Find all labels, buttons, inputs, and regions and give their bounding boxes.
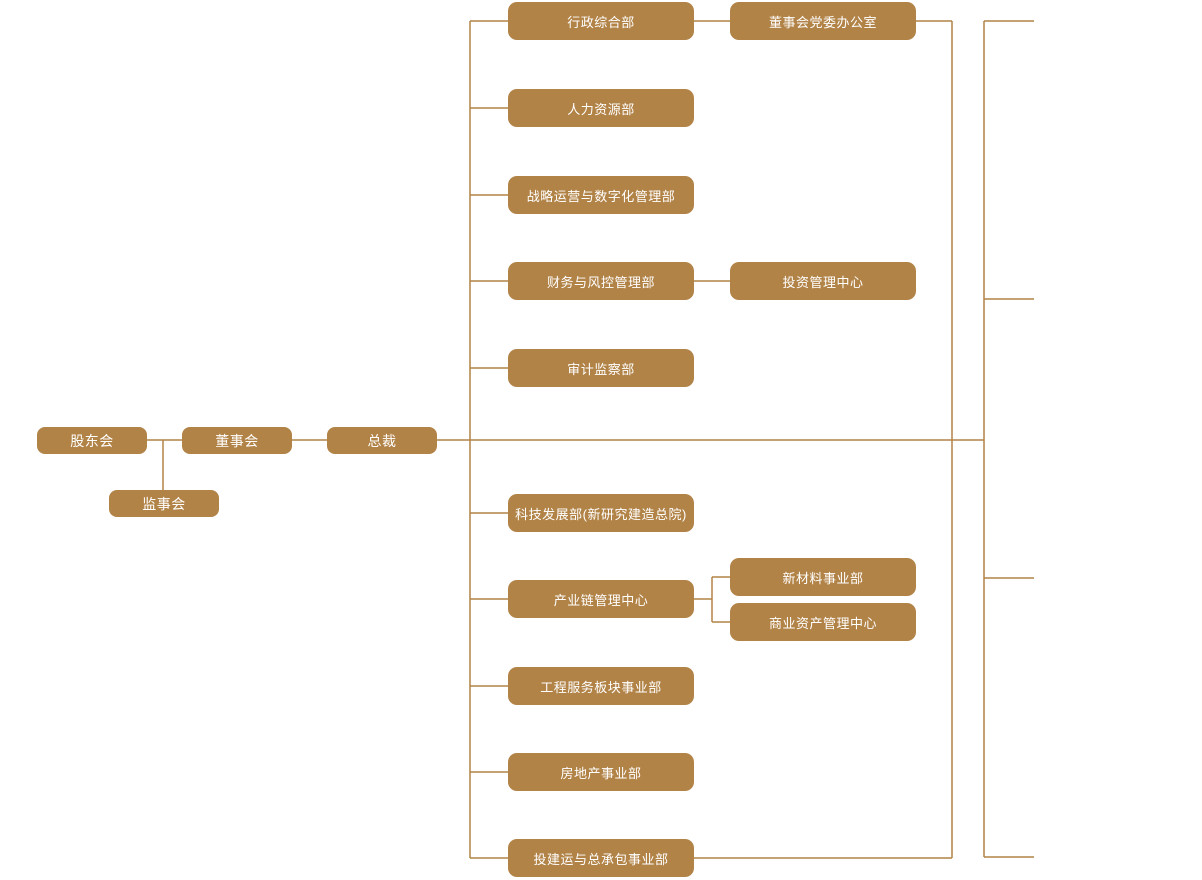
node-president: 总裁 xyxy=(327,427,437,454)
node-new-materials-label: 新材料事业部 xyxy=(782,570,864,586)
node-admin-general: 行政综合部 xyxy=(508,2,694,40)
node-investment-epc: 投建运与总承包事业部 xyxy=(508,839,694,877)
node-investment-epc-label: 投建运与总承包事业部 xyxy=(533,851,669,867)
node-shareholders: 股东会 xyxy=(37,427,147,454)
node-human-resources: 人力资源部 xyxy=(508,89,694,127)
node-real-estate: 房地产事业部 xyxy=(508,753,694,791)
node-real-estate-label: 房地产事业部 xyxy=(560,765,642,781)
node-commercial-assets-label: 商业资产管理中心 xyxy=(768,615,877,631)
node-supervisory-board: 监事会 xyxy=(109,490,219,517)
node-investment-center-label: 投资管理中心 xyxy=(782,274,864,290)
node-audit-supervision-label: 审计监察部 xyxy=(567,361,635,377)
node-audit-supervision: 审计监察部 xyxy=(508,349,694,387)
node-board-of-directors-label: 董事会 xyxy=(215,432,259,449)
node-engineering-services-label: 工程服务板块事业部 xyxy=(540,679,662,695)
node-shareholders-label: 股东会 xyxy=(70,432,114,449)
node-board-of-directors: 董事会 xyxy=(182,427,292,454)
node-board-party-office-label: 董事会党委办公室 xyxy=(768,14,877,30)
connector-line-group xyxy=(147,20,1034,859)
node-finance-risk: 财务与风控管理部 xyxy=(508,262,694,300)
node-industry-chain-center: 产业链管理中心 xyxy=(508,580,694,618)
node-investment-center: 投资管理中心 xyxy=(730,262,916,300)
node-strategy-digital-label: 战略运营与数字化管理部 xyxy=(526,188,676,204)
node-president-label: 总裁 xyxy=(367,432,397,449)
node-engineering-services: 工程服务板块事业部 xyxy=(508,667,694,705)
node-tech-development-label: 科技发展部(新研究建造总院) xyxy=(515,506,687,522)
node-board-party-office: 董事会党委办公室 xyxy=(730,2,916,40)
node-industry-chain-center-label: 产业链管理中心 xyxy=(553,592,649,608)
node-new-materials: 新材料事业部 xyxy=(730,558,916,596)
node-commercial-assets: 商业资产管理中心 xyxy=(730,603,916,641)
node-admin-general-label: 行政综合部 xyxy=(567,14,635,30)
node-human-resources-label: 人力资源部 xyxy=(567,101,635,117)
node-strategy-digital: 战略运营与数字化管理部 xyxy=(508,176,694,214)
node-supervisory-board-label: 监事会 xyxy=(142,495,186,512)
node-tech-development: 科技发展部(新研究建造总院) xyxy=(508,494,694,532)
node-finance-risk-label: 财务与风控管理部 xyxy=(546,274,655,290)
